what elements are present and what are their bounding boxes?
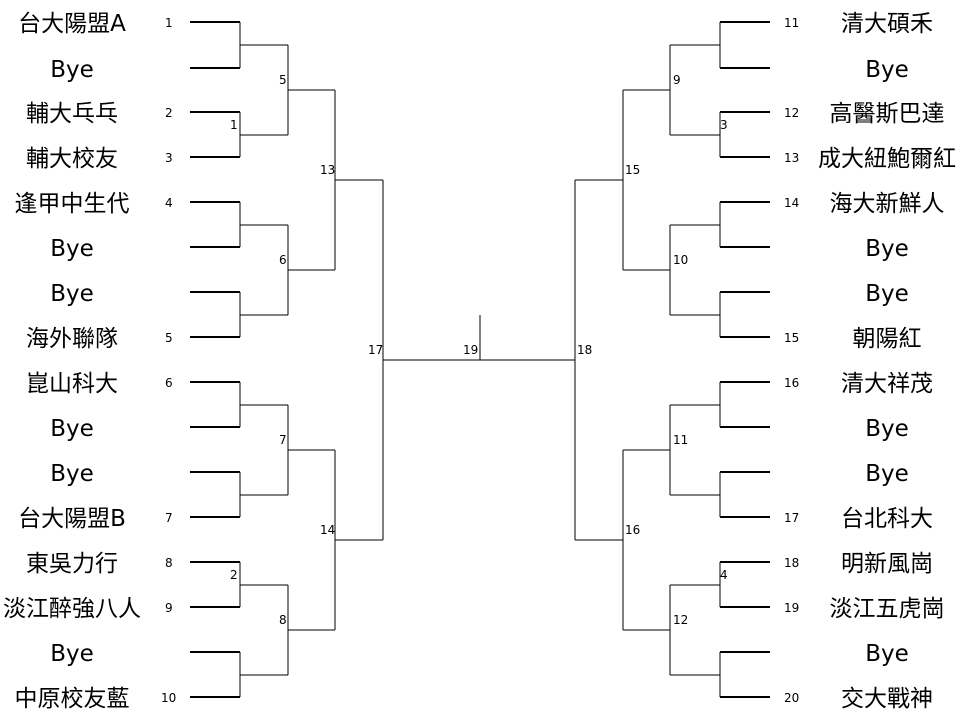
left-seed-4: 3	[165, 151, 173, 165]
right-team-7: Bye	[865, 281, 909, 307]
left-seed-16: 10	[161, 691, 176, 705]
right-team-11: Bye	[865, 461, 909, 487]
left-team-3: 輔大乓乓	[26, 101, 118, 127]
right-seed-9: 16	[784, 376, 799, 390]
left-team-2: Bye	[50, 57, 94, 83]
right-team-14: 淡江五虎崗	[830, 596, 945, 622]
left-seed-12: 7	[165, 511, 173, 525]
left-match-r2-a: 5	[279, 73, 287, 87]
right-seed-4: 13	[784, 151, 799, 165]
left-team-14: 淡江醉強八人	[3, 596, 141, 622]
left-match-r4: 17	[368, 343, 383, 357]
right-team-15: Bye	[865, 641, 909, 667]
left-match-r3-a: 13	[320, 163, 335, 177]
right-team-9: 清大祥茂	[841, 371, 933, 397]
right-match-r3-a: 15	[625, 163, 640, 177]
final-match-number: 19	[463, 343, 478, 357]
left-team-1: 台大陽盟A	[18, 11, 126, 37]
left-match-r2-b: 6	[279, 253, 287, 267]
left-match-r2-d: 8	[279, 613, 287, 627]
right-seed-13: 18	[784, 556, 799, 570]
left-match-r2-c: 7	[279, 433, 287, 447]
right-team-names: 清大碩禾 Bye 高醫斯巴達 成大紐鮑爾紅 海大新鮮人 Bye Bye 朝陽紅 …	[818, 11, 956, 712]
right-seed-8: 15	[784, 331, 799, 345]
left-team-16: 中原校友藍	[15, 686, 130, 712]
left-seed-5: 4	[165, 196, 173, 210]
right-match-r3-b: 16	[625, 523, 640, 537]
right-seed-16: 20	[784, 691, 799, 705]
left-match-r1-b: 2	[230, 568, 238, 582]
right-team-12: 台北科大	[841, 506, 933, 532]
left-seed-9: 6	[165, 376, 173, 390]
left-match-numbers: 1 2 5 6 7 8 13 14 17	[230, 73, 383, 627]
left-seed-1: 1	[165, 16, 173, 30]
right-match-r1-a: 3	[720, 118, 728, 132]
left-team-4: 輔大校友	[26, 146, 118, 172]
right-team-16: 交大戰神	[841, 686, 933, 712]
left-seed-3: 2	[165, 106, 173, 120]
left-team-6: Bye	[50, 236, 94, 262]
left-team-10: Bye	[50, 416, 94, 442]
right-team-3: 高醫斯巴達	[830, 101, 945, 127]
left-team-12: 台大陽盟B	[18, 506, 126, 532]
right-team-1: 清大碩禾	[841, 11, 933, 37]
right-team-13: 明新風崗	[841, 551, 933, 577]
left-team-13: 東吳力行	[26, 551, 118, 577]
right-match-numbers: 18 15 16 9 10 11 12 3 4	[577, 73, 728, 627]
right-seed-12: 17	[784, 511, 799, 525]
right-team-8: 朝陽紅	[853, 326, 922, 352]
right-match-r1-b: 4	[720, 568, 728, 582]
left-team-8: 海外聯隊	[26, 326, 118, 352]
right-match-r4: 18	[577, 343, 592, 357]
left-team-7: Bye	[50, 281, 94, 307]
right-match-r2-d: 12	[673, 613, 688, 627]
right-team-6: Bye	[865, 236, 909, 262]
right-match-r2-c: 11	[673, 433, 688, 447]
left-team-11: Bye	[50, 461, 94, 487]
right-seed-14: 19	[784, 601, 799, 615]
right-seed-3: 12	[784, 106, 799, 120]
left-seed-13: 8	[165, 556, 173, 570]
left-match-r1-a: 1	[230, 118, 238, 132]
right-team-10: Bye	[865, 416, 909, 442]
left-team-5: 逢甲中生代	[15, 191, 130, 217]
left-team-9: 崑山科大	[26, 371, 118, 397]
right-team-2: Bye	[865, 57, 909, 83]
right-seed-numbers: 11 12 13 14 15 16 17 18 19 20	[784, 16, 799, 705]
right-seed-5: 14	[784, 196, 799, 210]
left-match-r3-b: 14	[320, 523, 335, 537]
left-seed-14: 9	[165, 601, 173, 615]
left-team-names: 台大陽盟A Bye 輔大乓乓 輔大校友 逢甲中生代 Bye Bye 海外聯隊 崑…	[3, 11, 141, 712]
left-team-15: Bye	[50, 641, 94, 667]
right-match-r2-a: 9	[673, 73, 681, 87]
right-match-r2-b: 10	[673, 253, 688, 267]
right-team-5: 海大新鮮人	[830, 191, 945, 217]
left-seed-8: 5	[165, 331, 173, 345]
right-seed-1: 11	[784, 16, 799, 30]
bracket-lines	[190, 21, 770, 698]
right-team-4: 成大紐鮑爾紅	[818, 146, 956, 172]
left-seed-numbers: 1 2 3 4 5 6 7 8 9 10	[161, 16, 176, 705]
